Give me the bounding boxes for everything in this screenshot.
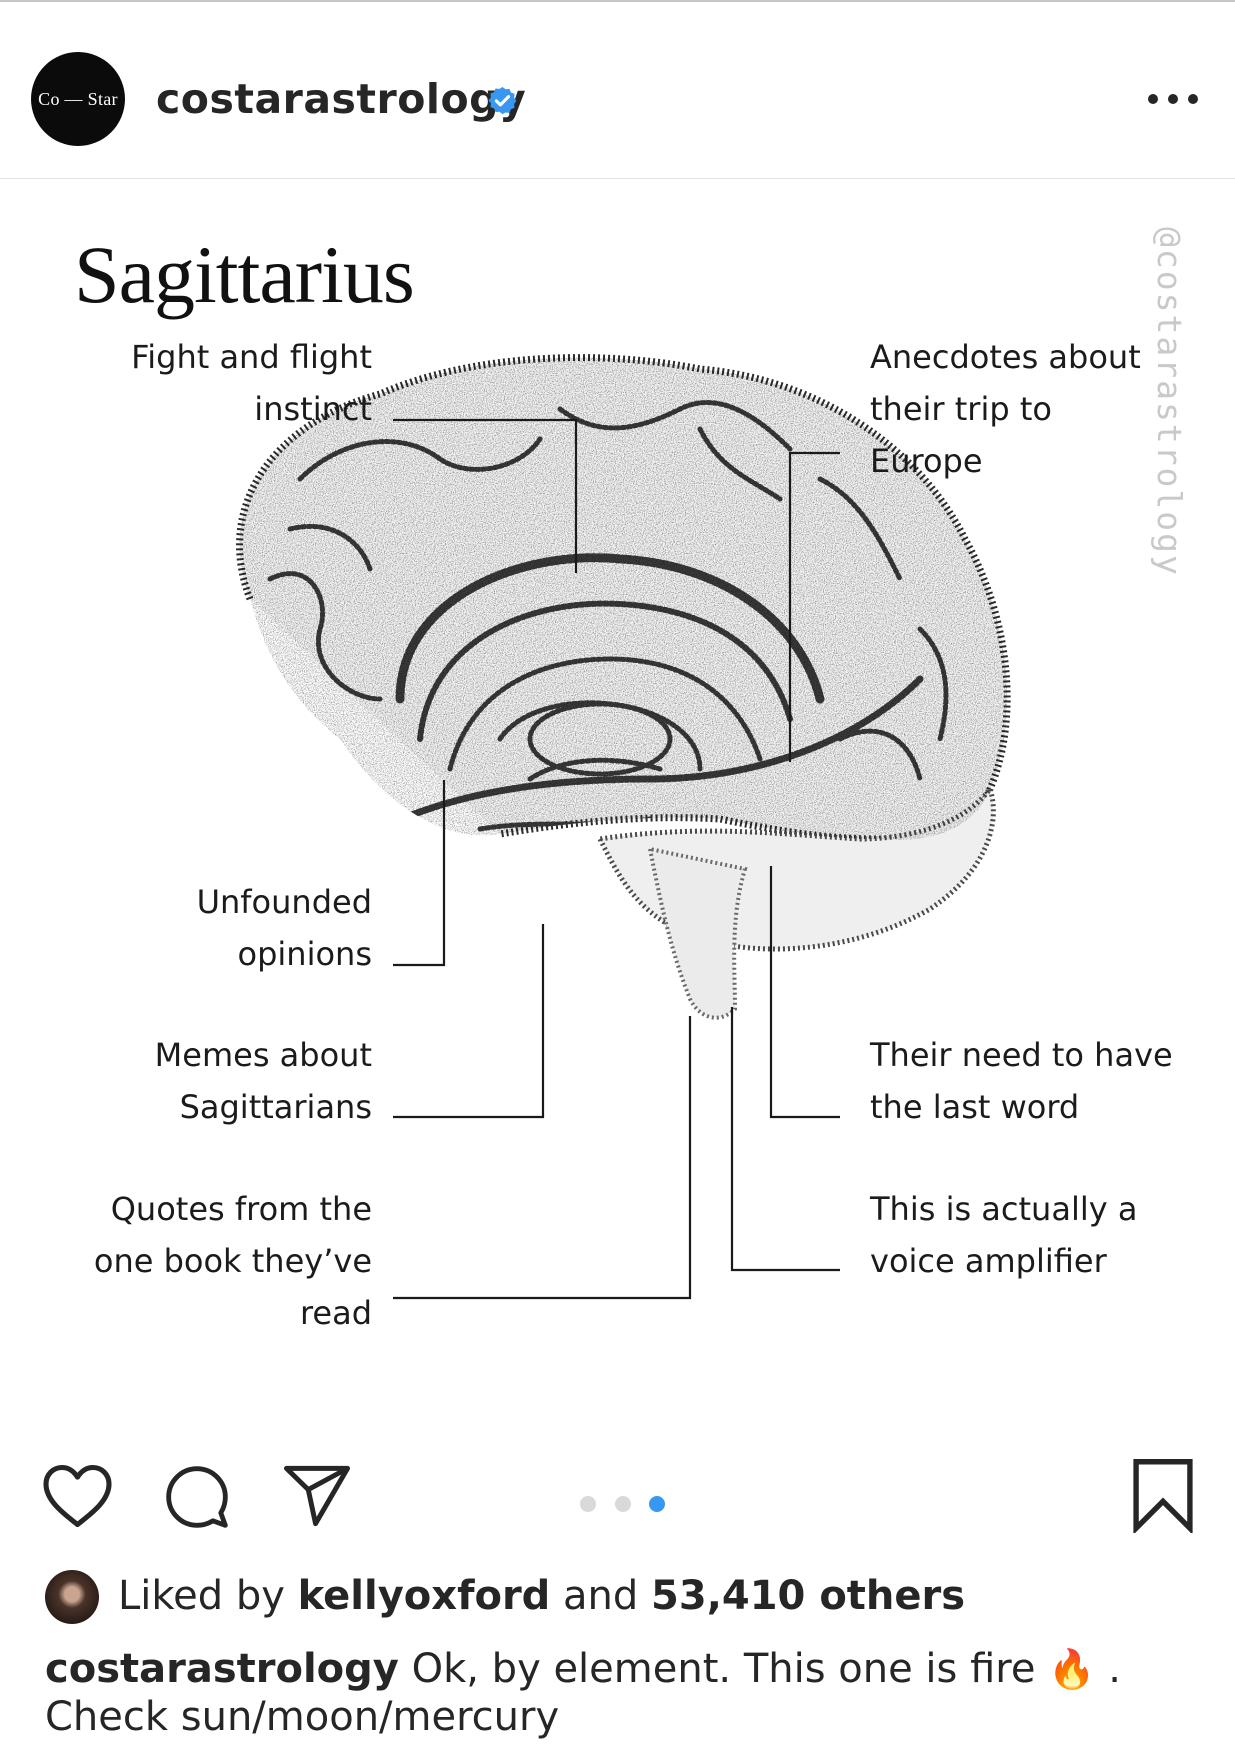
avatar-logo-text: Co — Star bbox=[38, 88, 118, 109]
profile-avatar[interactable]: Co — Star bbox=[31, 52, 125, 146]
pointer-line-anecdotes bbox=[788, 451, 840, 762]
likes-prefix: Liked by bbox=[118, 1573, 285, 1619]
fire-emoji: 🔥 bbox=[1048, 1647, 1096, 1691]
likes-conjunction: and bbox=[563, 1573, 639, 1619]
post-caption: costarastrology Ok, by element. This one… bbox=[45, 1645, 1215, 1741]
carousel-indicator bbox=[580, 1494, 665, 1514]
liker-avatar[interactable] bbox=[45, 1570, 99, 1624]
likes-count[interactable]: 53,410 others bbox=[651, 1573, 966, 1619]
caption-text-continued: . Check sun/moon/mercury bbox=[45, 1646, 1121, 1740]
post-header: Co — Star costarastrology bbox=[0, 2, 1235, 179]
post-image[interactable]: Sagittarius @costarastrology Fight and f… bbox=[0, 179, 1235, 1419]
pointer-line-quotes bbox=[393, 1016, 692, 1300]
post-username[interactable]: costarastrology bbox=[156, 75, 527, 123]
pointer-line-memes bbox=[393, 924, 545, 1119]
pointer-line-unfounded bbox=[393, 780, 446, 967]
label-quotes: Quotes from the one book they’ve read bbox=[93, 1190, 372, 1332]
label-anecdotes: Anecdotes about their trip to Europe bbox=[870, 338, 1141, 480]
likes-text[interactable]: Liked by kellyoxford and 53,410 others bbox=[118, 1570, 965, 1622]
label-fight-and-flight: Fight and flight instinct bbox=[131, 338, 372, 428]
comment-icon[interactable] bbox=[162, 1463, 232, 1531]
brain-illustration bbox=[236, 354, 1011, 1300]
heart-icon[interactable] bbox=[40, 1463, 115, 1529]
verified-badge-icon bbox=[488, 86, 517, 115]
status-divider bbox=[0, 0, 1235, 2]
label-last-word: Their need to have the last word bbox=[870, 1036, 1173, 1126]
pointer-line-last-word bbox=[769, 866, 840, 1119]
caption-text: Ok, by element. This one is fire bbox=[411, 1646, 1036, 1692]
post-title: Sagittarius bbox=[74, 229, 415, 320]
liker-username[interactable]: kellyoxford bbox=[297, 1573, 551, 1619]
pointer-line-amplifier bbox=[730, 1007, 840, 1272]
carousel-dot-3-active bbox=[649, 1496, 665, 1512]
caption-username[interactable]: costarastrology bbox=[45, 1646, 399, 1692]
more-options-icon[interactable] bbox=[1148, 88, 1198, 110]
label-voice-amplifier: This is actually a voice amplifier bbox=[870, 1190, 1138, 1280]
carousel-dot-2 bbox=[614, 1496, 631, 1512]
carousel-dot-1 bbox=[580, 1496, 596, 1512]
watermark-handle: @costarastrology bbox=[1150, 227, 1189, 577]
label-memes: Memes about Sagittarians bbox=[154, 1036, 372, 1126]
post-actions bbox=[0, 1419, 1235, 1559]
likes-row: Liked by kellyoxford and 53,410 others bbox=[0, 1562, 1235, 1632]
share-icon[interactable] bbox=[282, 1464, 352, 1528]
bookmark-icon[interactable] bbox=[1130, 1457, 1196, 1533]
label-unfounded-opinions: Unfounded opinions bbox=[196, 883, 372, 973]
pointer-line-fight bbox=[393, 418, 578, 573]
